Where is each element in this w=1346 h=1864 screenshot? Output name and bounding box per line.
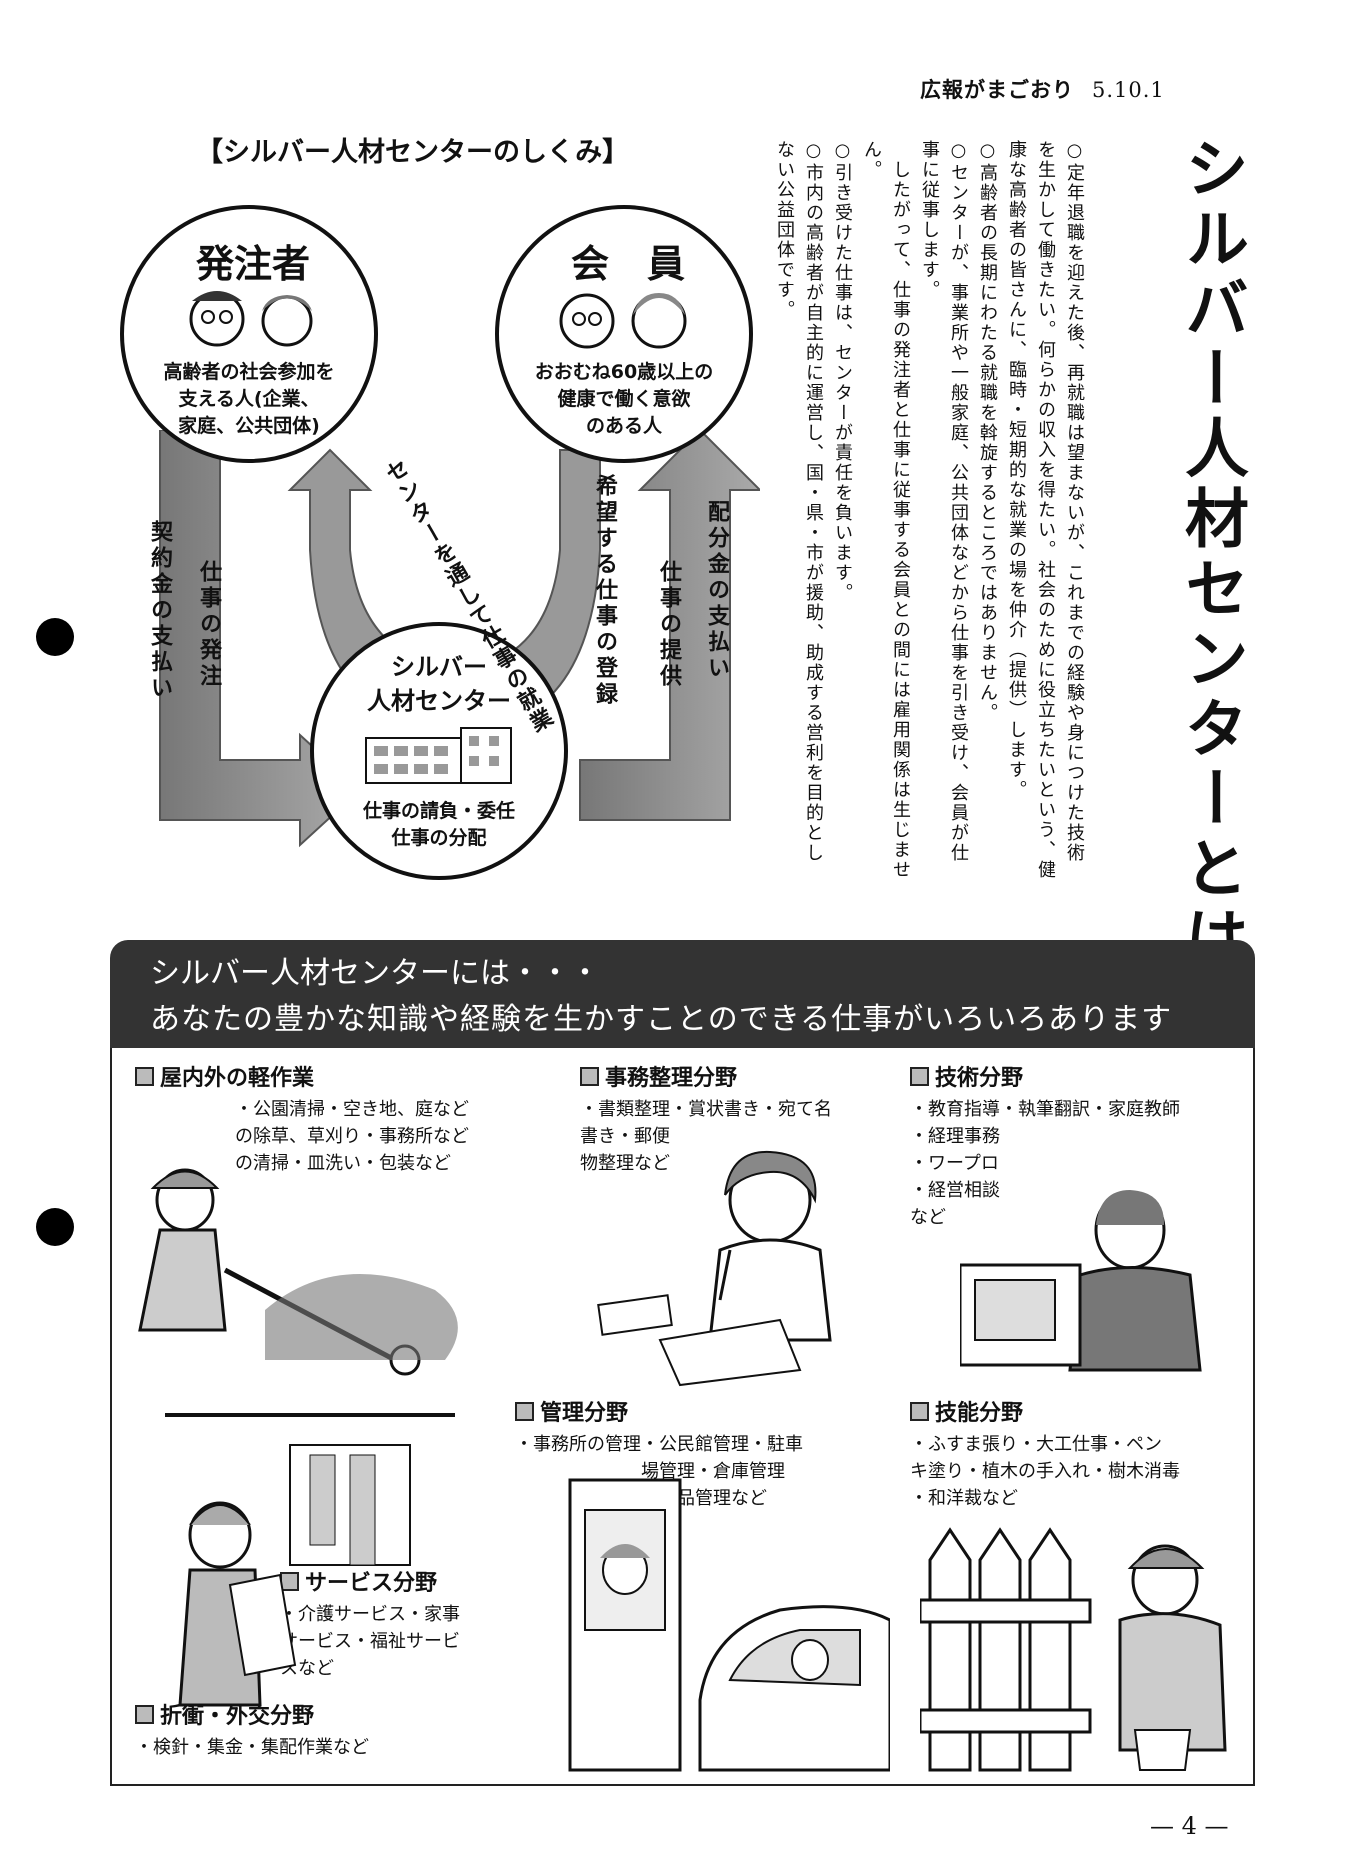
category-skill: 技能分野 ・ふすま張り・大工仕事・ペン キ塗り・植木の手入れ・樹木消毒 ・和洋裁… — [910, 1395, 1180, 1512]
category-tech-desc: ・教育指導・執筆翻訳・家庭教師 ・経理事務 ・ワープロ ・経営相談 など — [910, 1099, 1180, 1228]
category-tech-title: 技術分野 — [935, 1066, 1024, 1091]
label-contract-payment: 契約金の支払い — [147, 520, 172, 702]
page-header: 広報がまごおり 5.10.1 — [920, 74, 1165, 104]
orderer-title: 発注者 — [196, 241, 311, 286]
label-job-registration: 希望する仕事の登録 — [592, 474, 617, 708]
banner-line-1: シルバー人材センターには・・・ — [150, 956, 600, 991]
bullet-square-icon — [135, 1067, 154, 1086]
category-skill-desc: ・ふすま張り・大工仕事・ペン キ塗り・植木の手入れ・樹木消毒 ・和洋裁など — [910, 1434, 1180, 1509]
bullet-square-icon — [515, 1402, 534, 1421]
orderer-people-illustration — [189, 291, 313, 347]
member-people-illustration — [559, 293, 687, 349]
category-outdoor-title: 屋内外の軽作業 — [160, 1066, 315, 1091]
center-building-illustration — [365, 727, 512, 784]
member-title: 会 員 — [571, 241, 686, 286]
article-title: シルバー人材センターとは… — [1174, 135, 1248, 1045]
newsletter-title: 広報がまごおり — [920, 78, 1074, 102]
jobs-banner: シルバー人材センターには・・・ あなたの豊かな知識や経験を生かすことのできる仕事… — [110, 940, 1255, 1048]
category-skill-title: 技能分野 — [935, 1401, 1024, 1426]
article-paragraph-6: ○市内の高齢者が自主的に運営し、国・県・市が援助、助成する営利を目的としない公益… — [774, 140, 824, 863]
bullet-square-icon — [910, 1067, 929, 1086]
article-paragraph-2: ○高齢者の長期にわたる就職を斡旋するところではありません。 — [977, 140, 998, 723]
article-paragraph-5: ○引き受けた仕事は、センターが責任を負います。 — [832, 140, 853, 603]
member-circle: 会 員 おおむね60歳以上の 健康で働く意欲 のある人 — [495, 205, 753, 463]
orderer-circle: 発注者 高齢者の社会参加を 支える人(企業、 家庭、公共団体) — [120, 205, 378, 463]
center-circle: シルバー 人材センター 仕事の請負・委任 仕事の分配 — [310, 622, 568, 880]
category-outdoor: 屋内外の軽作業 ・公園清掃・空き地、庭など の除草、草刈り・事務所など の清掃・… — [135, 1060, 469, 1177]
punch-hole-bottom — [36, 1208, 74, 1246]
category-office: 事務整理分野 ・書類整理・賞状書き・宛て名 書き・郵便 物整理など — [580, 1060, 832, 1177]
center-title: シルバー 人材センター — [367, 653, 511, 715]
category-negotiation: 折衝・外交分野 ・検針・集金・集配作業など — [135, 1698, 369, 1761]
category-tech: 技術分野 ・教育指導・執筆翻訳・家庭教師 ・経理事務 ・ワープロ ・経営相談 な… — [910, 1060, 1180, 1231]
member-description: おおむね60歳以上の 健康で働く意欲 のある人 — [534, 361, 714, 437]
label-allocation-payment: 配分金の支払い — [704, 500, 729, 682]
category-negotiation-title: 折衝・外交分野 — [160, 1704, 315, 1729]
category-office-title: 事務整理分野 — [605, 1066, 738, 1091]
computer-man-illustration — [960, 1190, 1202, 1372]
punch-hole-top — [36, 618, 74, 656]
category-management-title: 管理分野 — [540, 1401, 629, 1426]
banner-line-2: あなたの豊かな知識や経験を生かすことのできる仕事がいろいろあります — [150, 1002, 1173, 1037]
page-number: — 4 — — [1150, 1812, 1229, 1840]
fence-painter-illustration — [920, 1527, 1227, 1772]
article-paragraph-1: ○定年退職を迎えた後、再就職は望まないが、これまでの経験や身につけた技術を生かし… — [1006, 140, 1085, 880]
category-outdoor-desc: ・公園清掃・空き地、庭など の除草、草刈り・事務所など の清掃・皿洗い・包装など — [235, 1099, 469, 1174]
article-body: ○定年退職を迎えた後、再就職は望まないが、これまでの経験や身につけた技術を生かし… — [770, 140, 1089, 880]
label-job-order: 仕事の発注 — [196, 560, 221, 690]
label-job-provision: 仕事の提供 — [656, 560, 681, 690]
diagram-title: 【シルバー人材センターのしくみ】 — [196, 137, 630, 168]
laundry-woman-illustration — [165, 1413, 455, 1707]
mowing-worker-illustration — [138, 1168, 458, 1376]
jobs-frame — [110, 1048, 1255, 1786]
orderer-description: 高齢者の社会参加を 支える人(企業、 家庭、公共団体) — [163, 361, 335, 437]
bullet-square-icon — [580, 1067, 599, 1086]
bullet-square-icon — [910, 1402, 929, 1421]
bullet-square-icon — [135, 1705, 154, 1724]
article-paragraph-3: ○センターが、事業所や一般家庭、公共団体などから仕事を引き受け、会員が仕事に従事… — [919, 140, 969, 863]
center-description: 仕事の請負・委任 仕事の分配 — [362, 800, 515, 849]
category-negotiation-desc: ・検針・集金・集配作業など — [135, 1737, 369, 1758]
category-office-desc: ・書類整理・賞状書き・宛て名 書き・郵便 物整理など — [580, 1099, 832, 1174]
issue-date: 5.10.1 — [1092, 78, 1165, 102]
category-service-title: サービス分野 — [305, 1571, 438, 1596]
calligraphy-woman-illustration — [597, 1150, 832, 1387]
article-paragraph-4: したがって、仕事の発注者と仕事に従事する会員との間には雇用関係は生じません。 — [861, 140, 911, 880]
parking-booth-illustration — [568, 1478, 890, 1772]
